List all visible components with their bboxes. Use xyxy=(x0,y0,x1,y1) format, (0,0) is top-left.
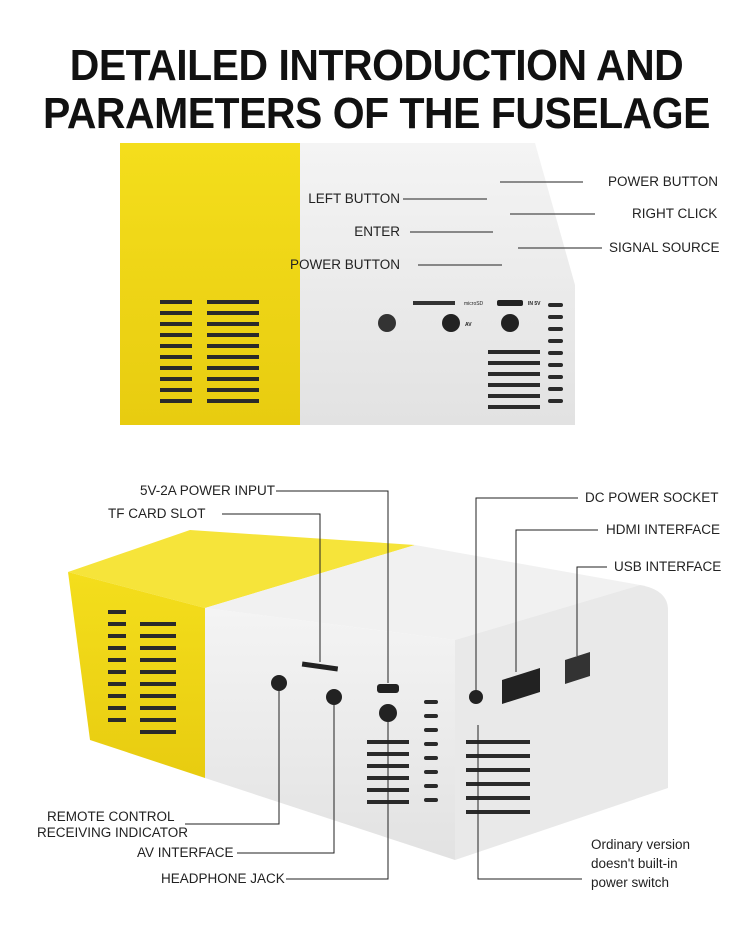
label-tf-card: TF CARD SLOT xyxy=(108,506,206,521)
label-enter: ENTER xyxy=(354,224,400,239)
mark-microsd: microSD xyxy=(464,301,484,307)
ir-receiver xyxy=(378,314,396,332)
note-line-1: Ordinary version xyxy=(591,837,691,852)
usb-c-port xyxy=(497,300,523,306)
label-power-button-right: POWER BUTTON xyxy=(608,174,719,189)
headphone-port xyxy=(501,314,519,332)
av-port xyxy=(442,314,460,332)
bottom-projector xyxy=(68,490,668,880)
note-line-3: power switch xyxy=(591,875,670,890)
label-av: AV INTERFACE xyxy=(137,845,234,860)
mark-in5v: IN 5V xyxy=(528,301,541,307)
heading-line-2: PARAMETERS OF THE FUSELAGE xyxy=(43,89,710,138)
label-power-input: 5V-2A POWER INPUT xyxy=(140,483,276,498)
label-remote-2: RECEIVING INDICATOR xyxy=(37,825,189,840)
note-line-2: doesn't built-in xyxy=(591,856,678,871)
top-projector xyxy=(120,143,602,425)
label-signal-source: SIGNAL SOURCE xyxy=(609,240,720,255)
vent-left xyxy=(160,300,259,403)
label-remote-1: REMOTE CONTROL xyxy=(47,809,175,824)
heading-line-1: DETAILED INTRODUCTION AND xyxy=(69,41,684,90)
label-usb: USB INTERFACE xyxy=(614,559,722,574)
vent-right xyxy=(488,303,563,409)
label-right-click: RIGHT CLICK xyxy=(632,206,718,221)
label-hdmi: HDMI INTERFACE xyxy=(606,522,721,537)
label-left-button: LEFT BUTTON xyxy=(308,191,400,206)
mark-av: AV xyxy=(465,322,472,328)
microsd-slot xyxy=(413,301,455,305)
label-headphone: HEADPHONE JACK xyxy=(161,871,285,886)
label-power-button-left: POWER BUTTON xyxy=(289,257,400,272)
label-dc-socket: DC POWER SOCKET xyxy=(585,490,719,505)
